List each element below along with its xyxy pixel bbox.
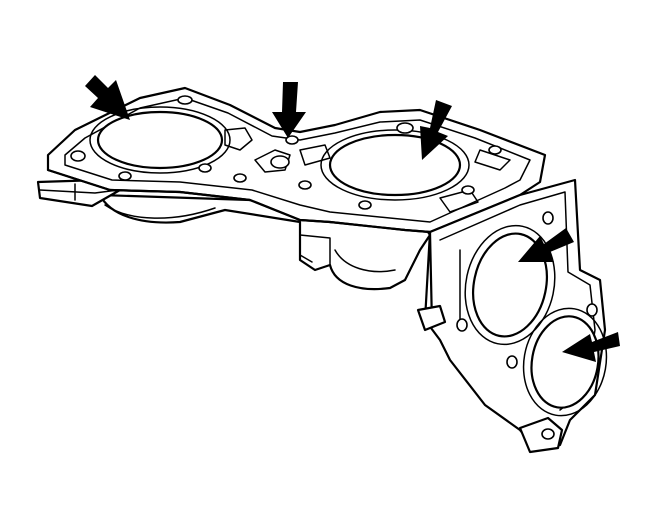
lower-casting-body xyxy=(98,193,432,291)
upper-side-bore-arrow xyxy=(518,228,574,262)
pointer-arrows xyxy=(85,75,620,362)
center-passage-arrow xyxy=(272,82,306,138)
lower-side-bore-arrow xyxy=(562,332,620,362)
left-cylinder-bore-arrow xyxy=(85,75,130,120)
cylinder-bores xyxy=(89,106,470,201)
deck-passages xyxy=(70,95,511,213)
right-cylinder-bore-arrow xyxy=(420,100,452,160)
